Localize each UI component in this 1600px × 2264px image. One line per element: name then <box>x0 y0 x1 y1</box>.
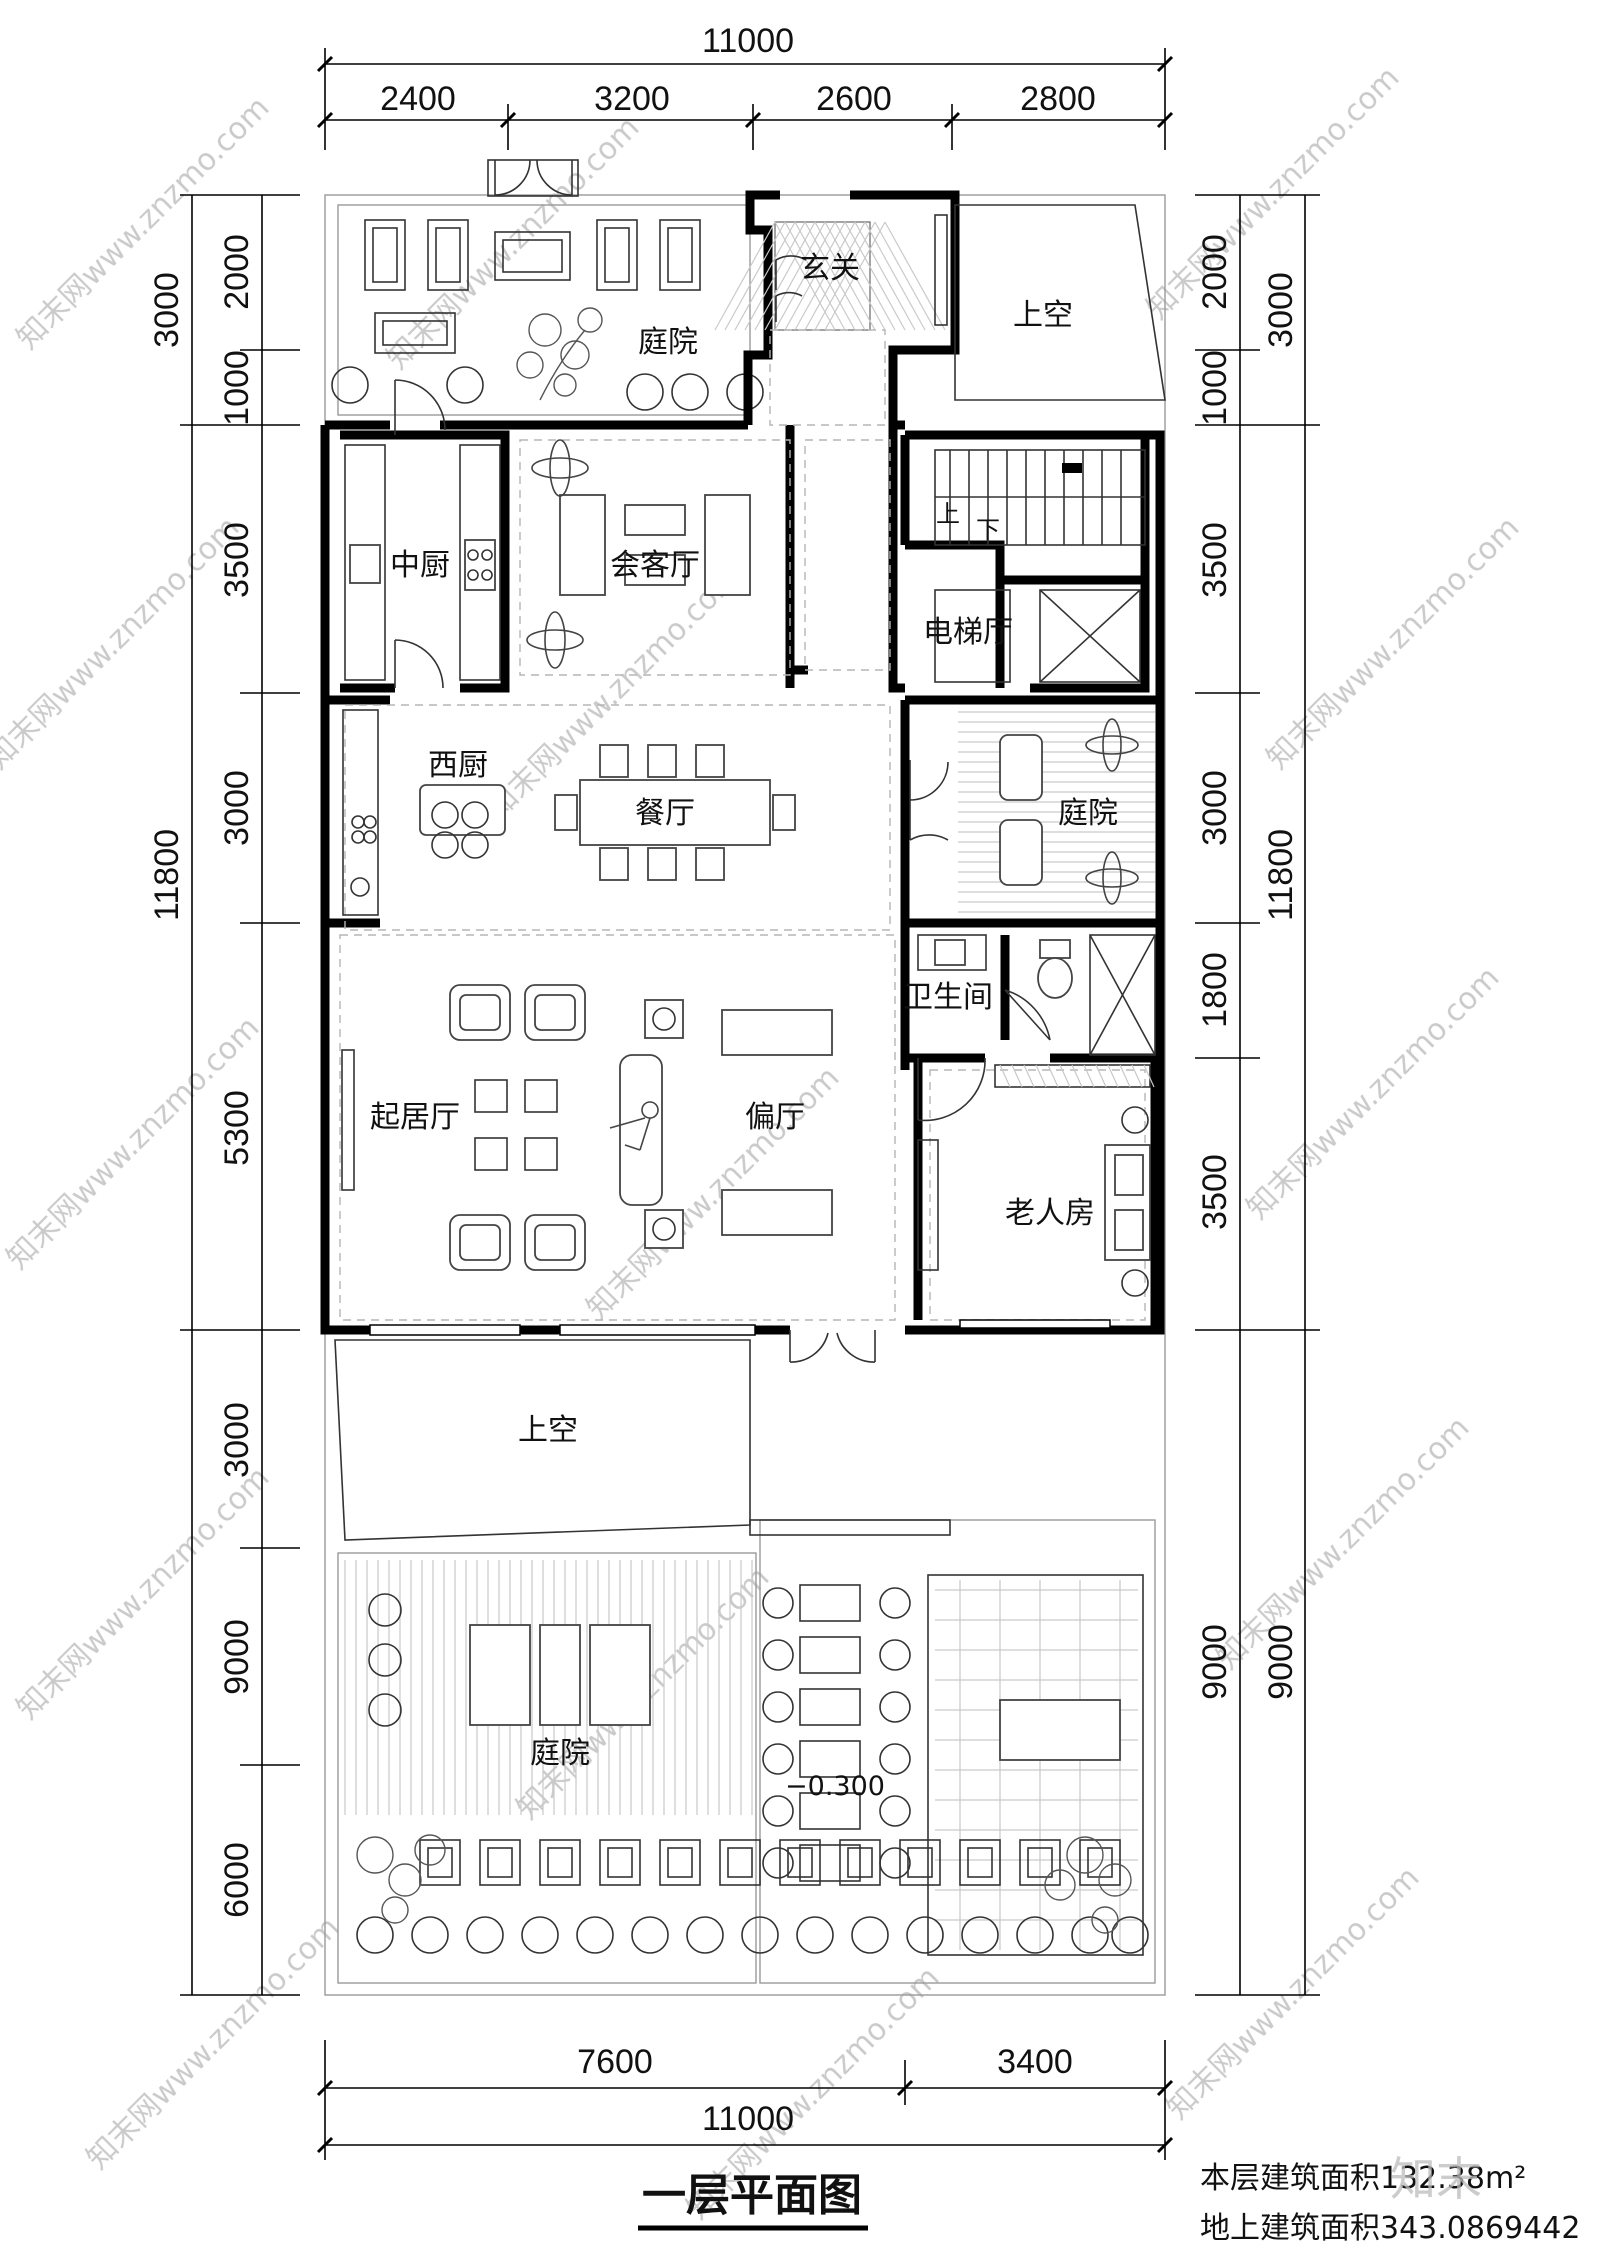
room-label-side-hall: 偏厅 <box>745 1100 805 1135</box>
left-dimension-lines <box>180 194 300 1996</box>
bottom-courtyard <box>344 1560 1149 1956</box>
room-label-elder-room: 老人房 <box>1005 1196 1095 1231</box>
elevator-shaft <box>934 589 1141 683</box>
area-line-1: 本层建筑面积132.38m² <box>1200 2161 1526 2196</box>
dim-bottom-seg-2: 3400 <box>997 2043 1073 2081</box>
courtyard-double-door <box>487 159 579 197</box>
dim-left-inner-2: 1000 <box>218 350 256 426</box>
dim-left-inner-5: 5300 <box>218 1090 256 1166</box>
stair-down-label: 下 <box>976 516 1000 544</box>
void-bottom-left <box>334 1339 951 1541</box>
dim-right-inner-6: 3500 <box>1196 1154 1234 1230</box>
west-kitchen-fixtures <box>342 709 506 916</box>
room-label-courtyard-top: 庭院 <box>638 325 698 360</box>
room-label-mid-kitchen: 中厨 <box>390 548 450 583</box>
room-label-void-bottom: 上空 <box>518 1413 578 1448</box>
dim-right-inner-2: 1000 <box>1196 350 1234 426</box>
dim-right-inner-3: 3500 <box>1196 522 1234 598</box>
watermark-text: 知末网www.znzmo.com <box>380 110 646 376</box>
watermark-text: 知末网www.znzmo.com <box>1210 1410 1476 1676</box>
logo-mark: 知末 <box>1390 2152 1482 2206</box>
dim-left-inner-1: 2000 <box>218 234 256 310</box>
dim-bottom-seg-1: 7600 <box>577 2043 653 2081</box>
void-top-right <box>954 204 1166 401</box>
dim-right-inner-5: 1800 <box>1196 952 1234 1028</box>
reception-furniture <box>526 439 751 669</box>
dim-right-outer-3: 9000 <box>1262 1624 1300 1700</box>
room-label-elevator-hall: 电梯厅 <box>923 615 1013 650</box>
bottom-dimension-lines <box>316 2040 1174 2160</box>
dim-right-inner-7: 9000 <box>1196 1624 1234 1700</box>
plant-icon <box>526 439 589 669</box>
tree-icon <box>356 1834 1132 1934</box>
dim-top-seg-1: 2400 <box>380 80 456 118</box>
elder-room-furniture <box>917 1064 1155 1297</box>
watermark-text: 知末网www.znzmo.com <box>1240 960 1506 1226</box>
entrance-block <box>714 190 960 425</box>
stair-up-label: 上 <box>936 500 960 528</box>
dim-left-inner-3: 3500 <box>218 522 256 598</box>
top-courtyard-planters <box>331 219 764 411</box>
right-dimension-lines <box>1195 194 1320 1996</box>
watermark-text: 知末网www.znzmo.com <box>1260 510 1526 776</box>
dim-left-inner-4: 3000 <box>218 770 256 846</box>
room-label-void-top: 上空 <box>1013 298 1073 333</box>
watermark-text: 知末网www.znzmo.com <box>0 510 246 776</box>
top-dimension-lines <box>316 48 1174 150</box>
dim-top-seg-3: 2600 <box>816 80 892 118</box>
room-label-living: 起居厅 <box>370 1100 460 1135</box>
room-label-dining: 餐厅 <box>635 796 695 831</box>
tree-icon <box>516 307 603 401</box>
stair-block <box>934 449 1146 546</box>
area-line-2: 地上建筑面积343.0869442 <box>1200 2211 1580 2246</box>
elevation-label: −0.300 <box>785 1771 885 1802</box>
mid-kitchen-fixtures <box>344 379 501 689</box>
bottom-wall-openings <box>369 1319 1111 1363</box>
dim-left-inner-8: 6000 <box>218 1842 256 1918</box>
watermark-text: 知末网www.znzmo.com <box>1160 1860 1426 2126</box>
room-label-courtyard-bottom: 庭院 <box>530 1736 590 1771</box>
dim-left-outer-2: 11800 <box>148 829 186 921</box>
dim-top-seg-4: 2800 <box>1020 80 1096 118</box>
person-icon <box>609 1101 659 1151</box>
tiled-floor-pattern <box>714 221 946 331</box>
watermark-text: 知末网www.znzmo.com <box>80 1910 346 2176</box>
room-label-courtyard-right: 庭院 <box>1058 796 1118 831</box>
plant-icon <box>1085 718 1139 905</box>
right-courtyard <box>909 711 1155 913</box>
dim-left-outer-1: 3000 <box>148 272 186 348</box>
dim-top-seg-2: 3200 <box>594 80 670 118</box>
dim-right-outer-2: 11800 <box>1262 829 1300 921</box>
dim-top-total: 11000 <box>702 22 794 60</box>
room-label-reception: 会客厅 <box>610 548 700 583</box>
dim-right-inner-1: 2000 <box>1196 234 1234 310</box>
dim-left-inner-6: 3000 <box>218 1402 256 1478</box>
dim-right-inner-4: 3000 <box>1196 770 1234 846</box>
dim-right-outer-1: 3000 <box>1262 272 1300 348</box>
drawing-title: 一层平面图 <box>642 2170 862 2221</box>
room-label-west-kitchen: 西厨 <box>428 748 488 783</box>
dim-bottom-total: 11000 <box>702 2100 794 2138</box>
room-label-bathroom: 卫生间 <box>903 980 993 1015</box>
watermark-text: 知末网www.znzmo.com <box>10 90 276 356</box>
living-furniture <box>341 984 833 1271</box>
bathroom-fixtures <box>917 934 1156 1122</box>
room-label-entrance: 玄关 <box>800 251 860 286</box>
dining-furniture <box>554 744 796 881</box>
dim-left-inner-7: 9000 <box>218 1619 256 1695</box>
